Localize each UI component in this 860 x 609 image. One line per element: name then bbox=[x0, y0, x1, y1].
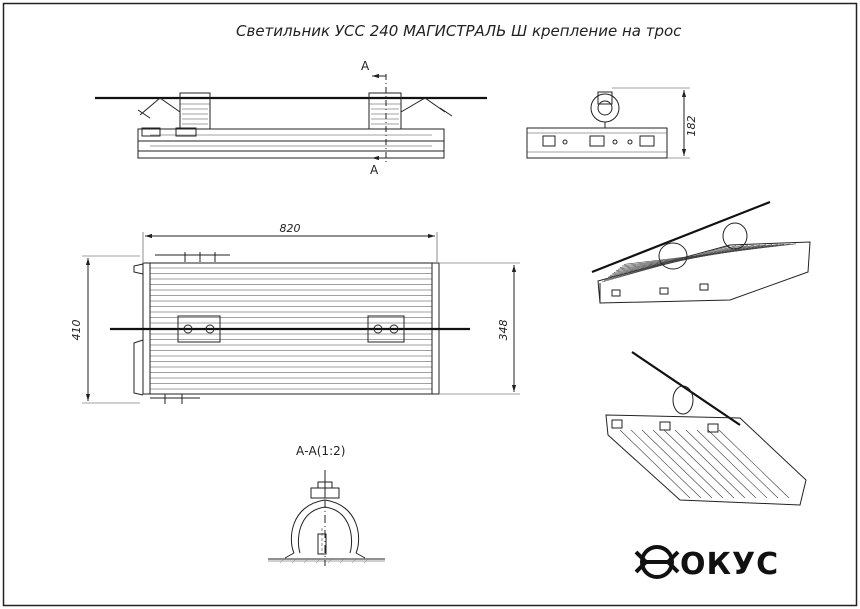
section-view-a-a: А-А(1:2) bbox=[268, 444, 385, 566]
section-marker-top: А bbox=[361, 59, 370, 73]
brand-logo: ОКУС bbox=[634, 545, 779, 582]
dim-total-width: 410 bbox=[70, 320, 83, 341]
dim-length: 820 bbox=[280, 222, 301, 235]
drawing-title: Светильник УСС 240 МАГИСТРАЛЬ Ш креплени… bbox=[236, 22, 682, 40]
heatsink-fins bbox=[150, 267, 432, 390]
logo-mark-icon bbox=[640, 545, 674, 579]
section-view-label: А-А(1:2) bbox=[296, 444, 345, 458]
isometric-view-bottom bbox=[605, 351, 807, 506]
dim-body-width: 348 bbox=[497, 320, 510, 341]
isometric-view-top bbox=[591, 200, 811, 304]
front-view: А А bbox=[95, 59, 487, 177]
brand-name: ОКУС bbox=[680, 547, 779, 582]
section-marker-bottom: А bbox=[370, 163, 379, 177]
dim-side-height: 182 bbox=[685, 116, 698, 137]
side-view: 182 bbox=[526, 87, 698, 159]
top-view: 820 410 348 bbox=[70, 222, 520, 404]
